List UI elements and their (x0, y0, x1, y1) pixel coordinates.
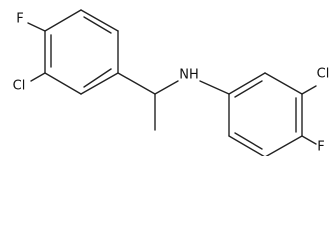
bond (117, 72, 156, 95)
left-aromatic-ring (44, 9, 119, 95)
bond (234, 132, 263, 150)
bond (80, 72, 119, 95)
atom-label-nh: NH (179, 68, 199, 83)
atom-label-f-left: F (16, 12, 23, 27)
atom-label-f-right: F (317, 140, 324, 155)
left-substituents (27, 22, 179, 131)
bond (228, 72, 266, 95)
bond (301, 135, 317, 145)
bond (265, 135, 303, 156)
bond (83, 16, 112, 34)
bond (234, 80, 263, 98)
bond (44, 72, 82, 95)
atom-label-cl-right: Cl (317, 67, 330, 82)
bond (228, 135, 265, 156)
bond (27, 22, 46, 32)
bond (264, 72, 303, 95)
bond (80, 9, 119, 32)
right-aromatic-ring (228, 72, 303, 156)
right-substituents (199, 80, 317, 145)
bond (30, 72, 46, 82)
atom-label-cl-left: Cl (13, 79, 26, 94)
bond (199, 80, 230, 95)
bond (301, 85, 317, 95)
bond (83, 68, 112, 88)
bond (44, 9, 82, 32)
bond (154, 80, 179, 95)
molecule-structure: F Cl NH Cl F (13, 9, 330, 156)
